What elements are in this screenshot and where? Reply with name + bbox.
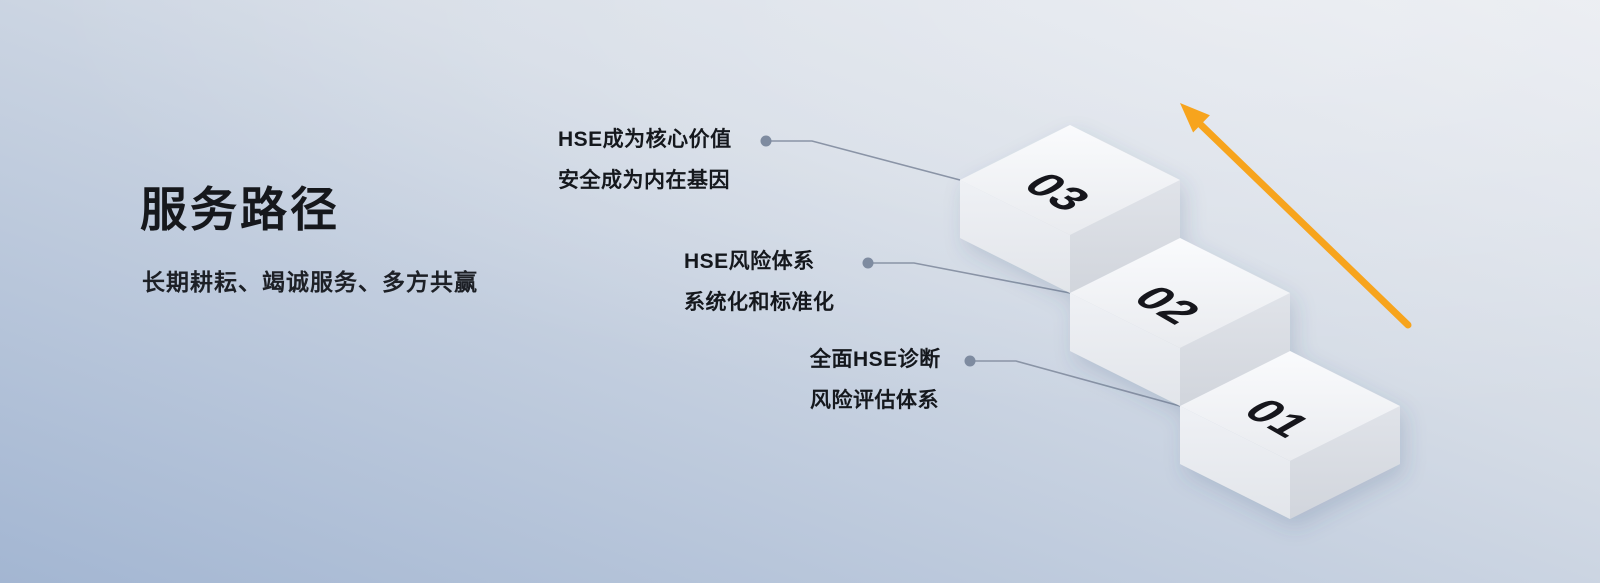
headline-block: 服务路径 长期耕耘、竭诚服务、多方共赢 <box>140 183 478 297</box>
step-02-top-face <box>1070 238 1290 348</box>
step-03-label-line2: 安全成为内在基因 <box>558 169 730 192</box>
step-01-connector-dot <box>964 355 976 367</box>
connectors <box>760 135 1181 407</box>
step-03-top-face <box>960 125 1180 235</box>
step-03-label: HSE成为核心价值 安全成为内在基因 <box>558 119 732 201</box>
step-01-right-face <box>1290 406 1400 519</box>
growth-arrow-head <box>1180 103 1210 133</box>
step-01: 01 <box>1180 351 1400 519</box>
step-02-connector-dot <box>862 257 874 269</box>
step-01-label-line2: 风险评估体系 <box>810 389 939 412</box>
step-03-connector-line <box>766 140 961 181</box>
step-03-label-line1: HSE成为核心价值 <box>558 128 732 151</box>
step-03-connector-dot <box>760 135 772 147</box>
step-01-label-line1: 全面HSE诊断 <box>810 348 941 371</box>
step-02-label-line1: HSE风险体系 <box>684 250 815 273</box>
growth-arrow-shaft <box>1196 120 1412 329</box>
step-01-top-face <box>1180 351 1400 461</box>
step-03-left-face <box>960 180 1070 293</box>
step-02: 02 <box>1070 238 1290 406</box>
step-03-right-face <box>1070 180 1180 293</box>
step-02-right-face <box>1180 293 1290 406</box>
step-01-label: 全面HSE诊断 风险评估体系 <box>810 339 941 421</box>
step-01-left-face <box>1180 406 1290 519</box>
staircase: 03 02 01 <box>960 125 1400 519</box>
step-03: 03 <box>960 125 1180 293</box>
step-02-left-face <box>1070 293 1180 406</box>
page-title: 服务路径 <box>140 183 340 236</box>
step-02-label-line2: 系统化和标准化 <box>684 291 835 314</box>
step-02-connector-line <box>868 262 1071 294</box>
step-02-label: HSE风险体系 系统化和标准化 <box>684 241 835 323</box>
step-01-connector-line <box>970 360 1181 407</box>
page-subtitle: 长期耕耘、竭诚服务、多方共赢 <box>142 269 478 296</box>
growth-arrow <box>1180 103 1412 329</box>
